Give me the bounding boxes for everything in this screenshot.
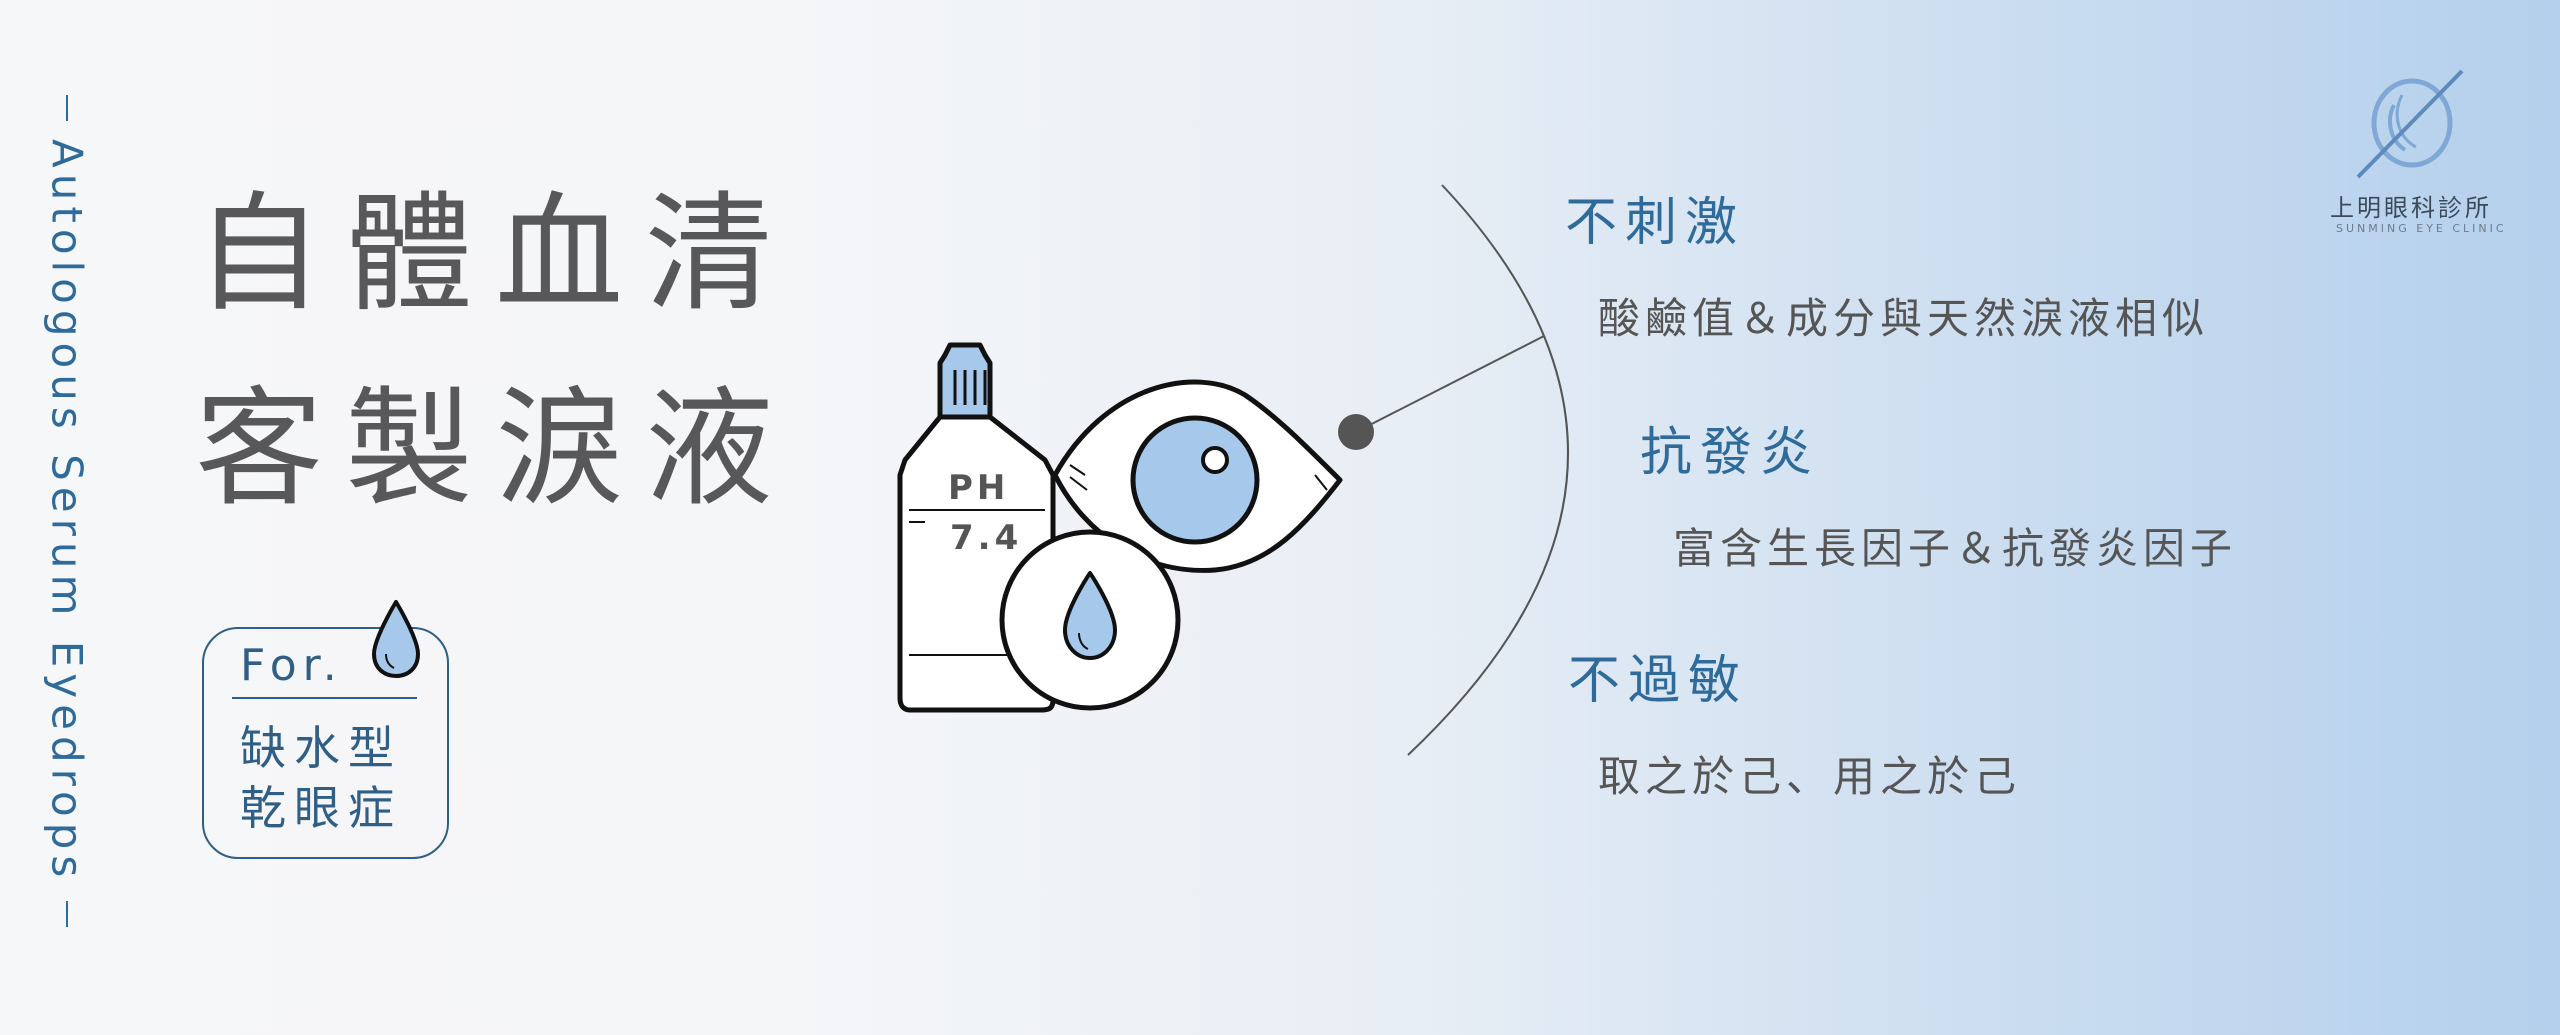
feature-2-desc: 富含生長因子＆抗發炎因子 bbox=[1673, 524, 2238, 573]
side-text: Autologous Serum Eyedrops bbox=[42, 139, 92, 884]
feature-1-title: 不刺激 bbox=[1565, 193, 1746, 253]
illustration bbox=[897, 342, 1343, 713]
title-line-1: 自體血清 bbox=[195, 180, 796, 329]
for-box bbox=[202, 627, 449, 859]
side-text-column: Autologous Serum Eyedrops bbox=[22, 95, 112, 945]
arc-connector bbox=[1338, 184, 1569, 756]
feature-3-desc: 取之於己、用之於己 bbox=[1598, 752, 2022, 801]
for-line-1: 缺水型 bbox=[240, 721, 402, 775]
for-line-2: 乾眼症 bbox=[240, 781, 402, 835]
pointer-dot bbox=[1338, 414, 1374, 450]
clinic-logo-icon bbox=[2356, 69, 2464, 179]
feature-3-title: 不過敏 bbox=[1568, 651, 1749, 711]
feature-1-desc: 酸鹼值＆成分與天然淚液相似 bbox=[1598, 294, 2210, 343]
feature-2-title: 抗發炎 bbox=[1640, 423, 1821, 483]
eye-icon bbox=[1052, 379, 1343, 573]
small-drop-icon bbox=[372, 600, 420, 678]
bottle-label-top: PH bbox=[948, 468, 1010, 508]
side-bar-top bbox=[66, 95, 68, 121]
clinic-name: 上明眼科診所 bbox=[2330, 194, 2492, 222]
title-line-2: 客製淚液 bbox=[195, 375, 796, 524]
for-divider bbox=[232, 697, 417, 699]
bottle-label-bottom: 7.4 bbox=[950, 518, 1023, 558]
for-label: For. bbox=[240, 640, 343, 691]
clinic-subtitle: SUNMING EYE CLINIC bbox=[2336, 222, 2507, 235]
side-bar-bottom bbox=[66, 901, 68, 928]
drop-circle-icon bbox=[999, 529, 1181, 711]
